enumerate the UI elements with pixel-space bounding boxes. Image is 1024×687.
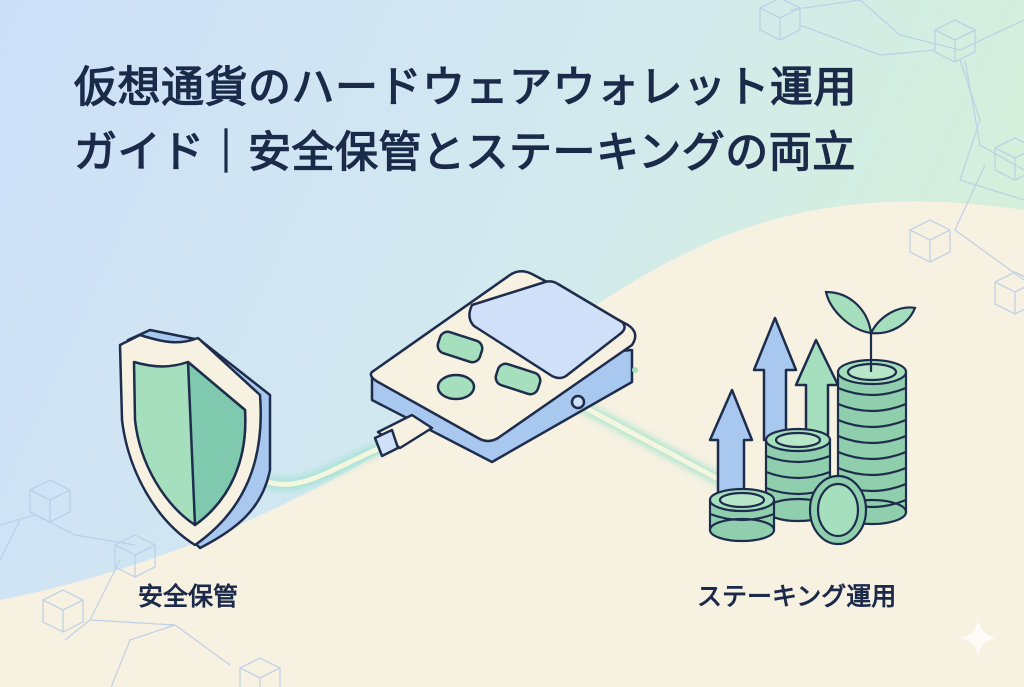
title-line-1: 仮想通貨のハードウェアウォレット運用 — [74, 63, 857, 113]
label-staking: ステーキング運用 — [697, 582, 897, 611]
coin-stacks-icon — [708, 290, 917, 546]
label-safe-storage: 安全保管 — [138, 582, 239, 611]
hardware-wallet-icon — [369, 270, 638, 464]
title-line-2: ガイド｜安全保管とステーキングの両立 — [74, 128, 856, 178]
shield-icon — [118, 328, 272, 550]
cable-right — [575, 400, 725, 485]
blockchain-network-icon — [0, 479, 281, 687]
sparkle-icon — [960, 620, 996, 656]
blockchain-network-icon — [759, 0, 1024, 315]
page-title: 仮想通貨のハードウェアウォレット運用 ガイド｜安全保管とステーキングの両立 — [74, 56, 974, 186]
growth-arrows-icon — [708, 316, 840, 497]
cable-left — [263, 443, 385, 490]
